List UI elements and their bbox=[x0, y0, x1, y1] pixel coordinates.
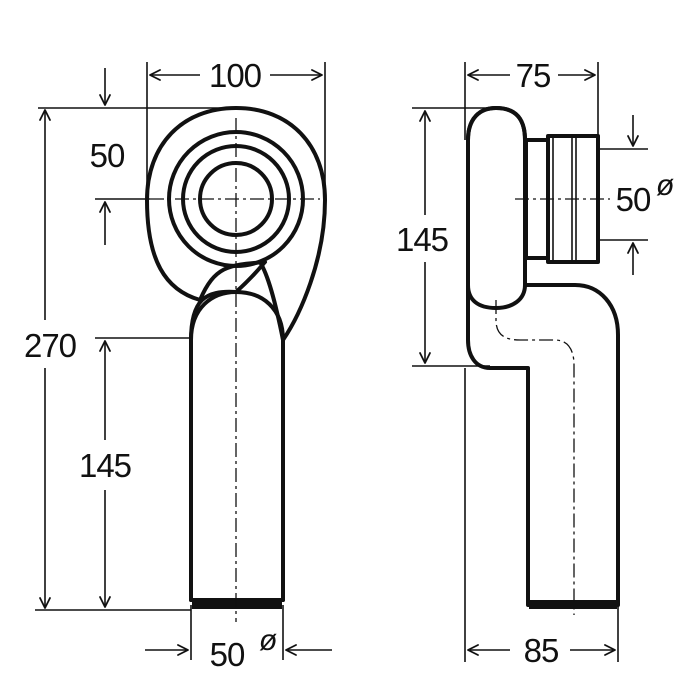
side-body-outline bbox=[466, 106, 620, 607]
dim-label-width-top: 100 bbox=[209, 57, 262, 94]
dim-label-depth-top: 75 bbox=[516, 57, 551, 94]
front-view: 100 50 270 145 50 ø bbox=[24, 57, 332, 673]
dim-label-depth-bottom: 85 bbox=[524, 632, 559, 669]
side-flow-centerline bbox=[495, 300, 575, 615]
side-outlet-band bbox=[529, 600, 617, 609]
front-neck bbox=[258, 260, 285, 342]
diameter-symbol: ø bbox=[259, 624, 277, 657]
dim-label-height-bend: 145 bbox=[396, 221, 448, 258]
dim-label-offset: 50 bbox=[90, 137, 125, 174]
front-pipe-cap bbox=[189, 290, 285, 602]
diameter-symbol: ø bbox=[656, 169, 674, 202]
side-view: 75 145 50 ø 85 bbox=[396, 57, 674, 669]
dim-label-inlet-diameter: 50 bbox=[616, 181, 651, 218]
dim-label-height-pipe: 145 bbox=[79, 447, 131, 484]
side-head-capsule bbox=[466, 106, 527, 310]
dim-label-outlet-diameter: 50 bbox=[210, 636, 245, 673]
dim-label-height-total: 270 bbox=[24, 327, 77, 364]
front-outlet-band bbox=[192, 600, 282, 609]
